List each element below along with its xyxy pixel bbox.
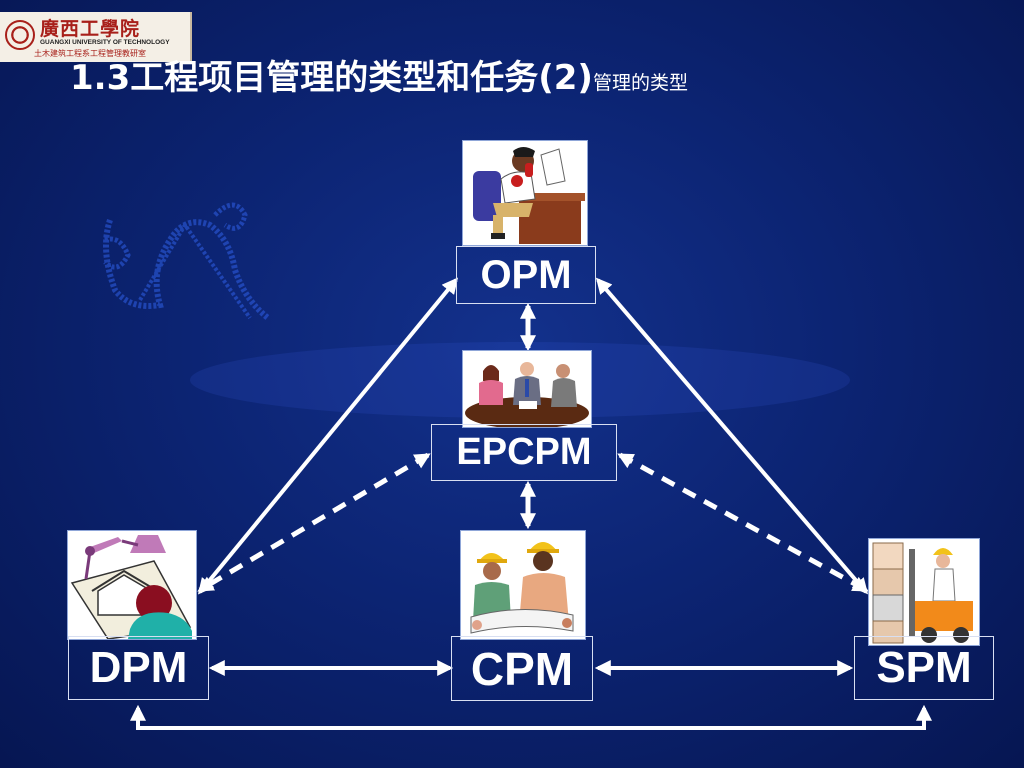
university-logo: 廣西工學院 GUANGXI UNIVERSITY OF TECHNOLOGY 土… [0, 12, 192, 62]
university-seal-icon [5, 20, 35, 50]
epcpm-meeting-clipart [462, 350, 592, 428]
slide-title-main: 1.3工程项目管理的类型和任务(2) [70, 58, 593, 98]
arrow-epcpm-dpm [197, 452, 431, 593]
logo-department: 土木建筑工程系工程管理教研室 [34, 49, 146, 58]
node-cpm: CPM [451, 636, 593, 701]
cpm-construction-clipart [460, 530, 586, 640]
dpm-designer-clipart [67, 530, 197, 640]
arrow-dpm-spm [130, 704, 932, 730]
node-dpm: DPM [68, 636, 209, 700]
slide-title-sub: 管理的类型 [592, 72, 688, 94]
node-epcpm: EPCPM [431, 424, 617, 481]
logo-name-en: GUANGXI UNIVERSITY OF TECHNOLOGY [40, 39, 170, 46]
logo-name-cn: 廣西工學院 [40, 18, 141, 40]
spm-supplier-clipart [868, 538, 980, 646]
arrow-opm-spm [595, 277, 869, 595]
arrow-opm-dpm [197, 277, 459, 595]
opm-owner-clipart [462, 140, 588, 246]
slide-title: 1.3工程项目管理的类型和任务(2)管理的类型 [70, 50, 688, 99]
node-opm: OPM [456, 246, 596, 304]
watermark-decoration [103, 202, 270, 321]
node-spm: SPM [854, 636, 994, 700]
arrow-epcpm-spm [617, 452, 869, 593]
